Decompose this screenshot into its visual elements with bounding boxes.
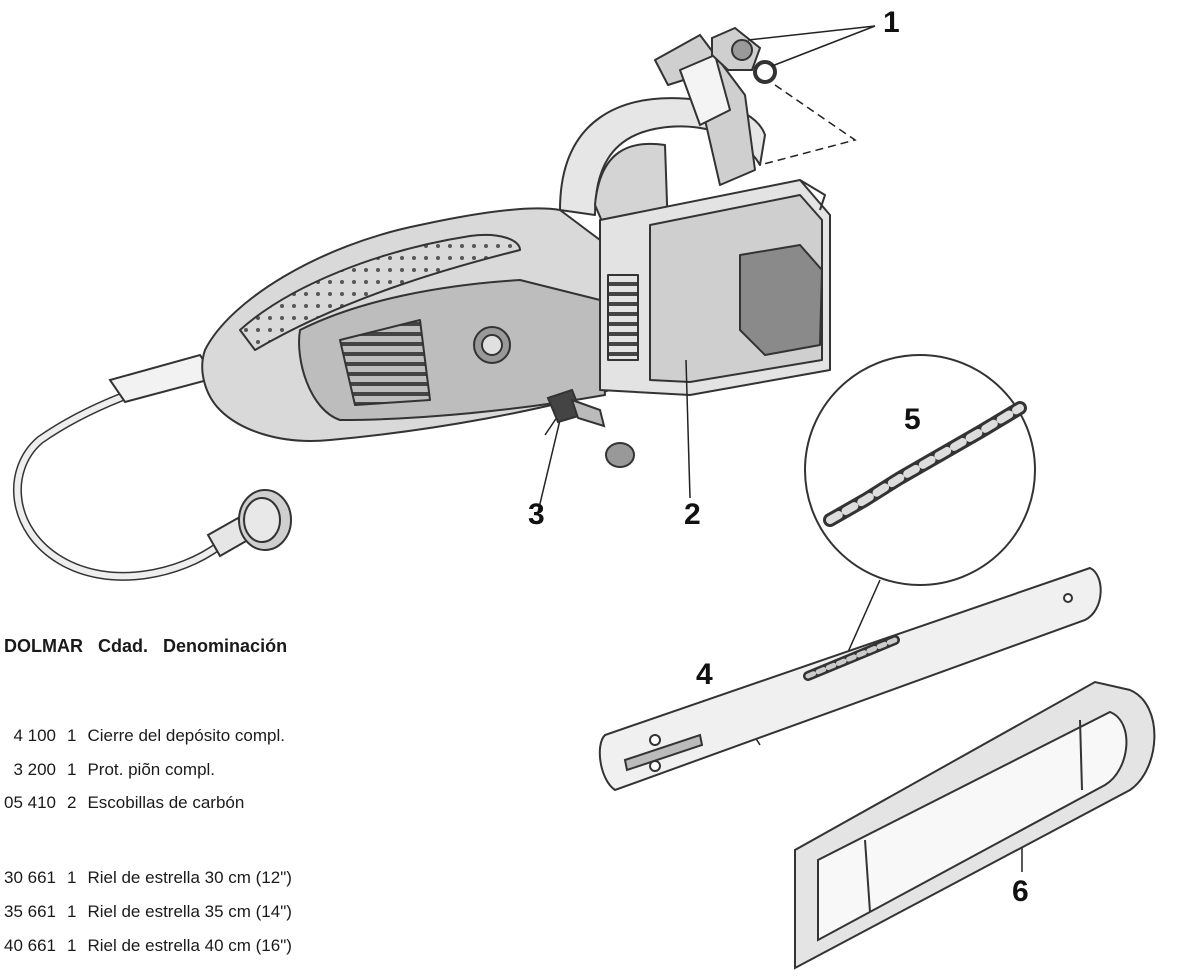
table-row: 40 661 1 Riel de estrella 40 cm (16"): [0, 936, 292, 956]
callout-1: 1: [883, 6, 900, 39]
part-qty: 1: [67, 936, 77, 955]
part-number: 4 100: [13, 726, 56, 745]
table-row: 30 661 1 Riel de estrella 30 cm (12"): [0, 868, 292, 888]
header-dolmar: DOLMAR: [4, 636, 83, 656]
callout-3: 3: [528, 498, 545, 531]
table-row: 05 410 2 Escobillas de carbón: [0, 793, 244, 813]
part-qty: 1: [67, 726, 77, 745]
part-qty: 1: [67, 868, 77, 887]
part-number: 30 661: [4, 868, 56, 887]
part-description: Escobillas de carbón: [87, 793, 245, 812]
part-qty: 1: [67, 760, 77, 779]
part-description: Riel de estrella 40 cm (16"): [87, 936, 292, 955]
part-number: 05 410: [4, 793, 56, 812]
callout-5: 5: [904, 403, 921, 436]
guide-bar: [598, 566, 1102, 792]
part-description: Cierre del depósito compl.: [87, 726, 285, 745]
chain-detail: [804, 354, 1036, 586]
parts-table-header: DOLMAR Cdad. Denominación: [4, 636, 297, 657]
chainsaw-body: [201, 34, 831, 442]
header-qty: Cdad.: [98, 636, 149, 656]
part-number: 40 661: [4, 936, 56, 955]
part-description: Prot. piõn compl.: [87, 760, 216, 779]
chain-segment: [803, 635, 900, 681]
carbon-brush: [546, 388, 635, 468]
part-description: Riel de estrella 30 cm (12"): [87, 868, 292, 887]
tank-cap: [711, 26, 777, 84]
table-row: 35 661 1 Riel de estrella 35 cm (14"): [0, 902, 292, 922]
table-row: 3 200 1 Prot. piõn compl.: [0, 760, 215, 780]
callout-4: 4: [696, 658, 713, 691]
part-description: Riel de estrella 35 cm (14"): [87, 902, 292, 921]
table-row: 4 100 1 Cierre del depósito compl.: [0, 726, 285, 746]
part-qty: 1: [67, 902, 77, 921]
header-denomination: Denominación: [163, 636, 288, 656]
cord-plug: [206, 489, 292, 558]
callout-2: 2: [684, 498, 701, 531]
power-cord: [13, 353, 225, 581]
part-qty: 2: [67, 793, 77, 812]
part-number: 35 661: [4, 902, 56, 921]
bar-cover: [794, 680, 1156, 970]
callout-6: 6: [1012, 875, 1029, 908]
part-number: 3 200: [13, 760, 56, 779]
